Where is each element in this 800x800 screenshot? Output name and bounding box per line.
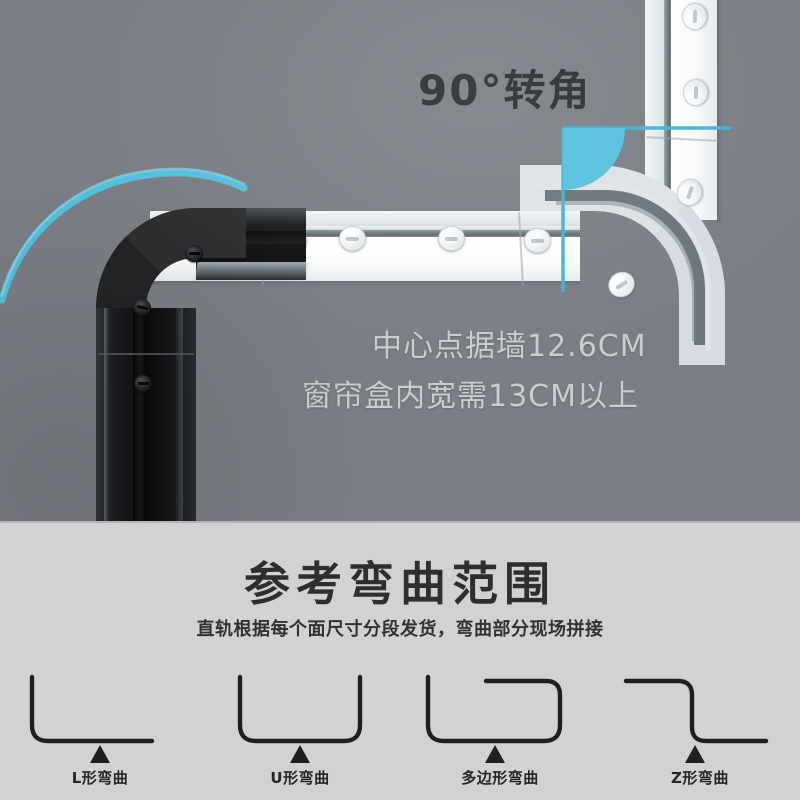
bend-shape-l: L形弯曲 — [0, 671, 200, 796]
bend-shape-label: 多边形弯曲 — [461, 769, 539, 787]
screw-icon — [185, 245, 203, 262]
black-track-vertical-highlight — [104, 308, 109, 521]
u-bend-diagram-icon — [237, 674, 363, 763]
roller-glider — [524, 228, 551, 253]
black-track-horizontal-groove — [240, 231, 306, 244]
bend-shape-label: Z形弯曲 — [671, 769, 729, 787]
white-track-vertical-groove — [664, 0, 675, 220]
spec-line-wall-distance: 中心点据墙12.6CM — [372, 329, 647, 364]
curved-arc-arrow-icon — [0, 167, 248, 304]
bend-marker-triangle — [685, 745, 705, 763]
black-track-seam — [98, 353, 194, 355]
bend-shape-u: U形弯曲 — [200, 671, 400, 796]
bend-shape-label: U形弯曲 — [270, 769, 330, 787]
roller-glider — [339, 226, 366, 251]
bend-range-panel: 参考弯曲范围 直轨根据每个面尺寸分段发货，弯曲部分现场拼接 L形弯曲 U形弯曲 — [0, 521, 800, 800]
screw-icon — [134, 375, 152, 392]
bend-shape-label: L形弯曲 — [71, 769, 129, 787]
white-track-elbow-groove — [545, 190, 705, 345]
white-track-vertical-shadow — [717, 0, 723, 222]
z-bend-diagram-icon — [623, 678, 769, 763]
section-divider — [0, 521, 800, 523]
bend-marker-triangle — [90, 745, 110, 763]
white-track-horizontal-shadow — [150, 281, 580, 286]
black-track-vertical-edge-highlight — [176, 308, 183, 521]
black-track-vertical-rail — [133, 308, 147, 521]
white-track-horizontal-groove-lip — [150, 226, 580, 231]
bend-shape-polygon: 多边形弯曲 — [400, 671, 600, 796]
l-bend-diagram-icon — [29, 674, 155, 763]
polygon-bend-diagram-icon — [425, 674, 563, 763]
bend-section-heading: 参考弯曲范围 — [244, 557, 556, 611]
quarter-circle-angle-icon — [561, 126, 731, 292]
roller-glider — [438, 226, 465, 251]
bend-marker-triangle — [290, 745, 310, 763]
spec-line-box-width: 窗帘盒内宽需13CM以上 — [302, 379, 640, 414]
angle-title: 90°转角 — [418, 66, 592, 115]
bend-section-subtitle: 直轨根据每个面尺寸分段发货，弯曲部分现场拼接 — [196, 619, 604, 640]
bend-shape-z: Z形弯曲 — [600, 671, 800, 796]
bend-marker-triangle — [485, 745, 505, 763]
product-photo-panel: 90°转角 中心点据墙12.6CM 窗帘盒内宽需13CM以上 — [0, 0, 800, 521]
